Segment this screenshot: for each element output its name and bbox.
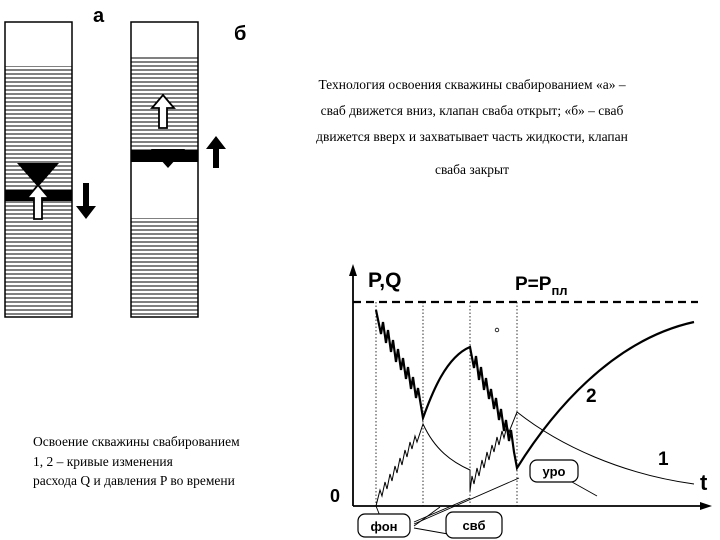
figure-a-label: а (93, 5, 105, 27)
callout-leader (571, 481, 598, 497)
caption-bottom: Освоение скважины свабированием 1, 2 – к… (33, 432, 323, 491)
callout-leader (413, 506, 441, 527)
valve-open-a-icon (17, 163, 59, 187)
chart: P,Q t 0 P=Pпл 2 1 уро фон (330, 264, 712, 539)
callout-svb: свб (445, 511, 503, 539)
svg-text:фон: фон (371, 519, 398, 534)
y-axis-label: P,Q (368, 269, 401, 292)
curve-1-flow-rate (375, 411, 695, 507)
figure-b-label: б (234, 23, 246, 45)
svg-text:свб: свб (462, 518, 485, 533)
caption-bottom-line: 1, 2 – кривые изменения (33, 453, 173, 469)
arrow-up-outline-a-icon (25, 183, 51, 220)
figure-b: б (130, 21, 246, 318)
callout-fon: фон (357, 513, 411, 538)
callout-uro: уро (529, 459, 579, 483)
caption-top-line: сваб движется вниз, клапан сваба открыт;… (320, 103, 624, 118)
caption-bottom-line: расхода Q и давления P во времени (33, 473, 235, 488)
svg-text:уро: уро (543, 464, 566, 479)
x-axis-arrow-icon (700, 502, 712, 510)
caption-top-last-line: сваба закрыт (434, 162, 510, 177)
arrow-up-outline-b-icon (150, 93, 176, 129)
figure-a: а (4, 5, 105, 318)
arrow-down-a-icon (76, 183, 96, 219)
curve-2-pressure (374, 309, 695, 471)
y-axis-arrow-icon (349, 264, 357, 276)
arrow-up-b-icon (206, 136, 226, 168)
caption-top: Технология освоения скважины свабировани… (262, 72, 682, 150)
curve-1-label: 1 (658, 449, 669, 470)
well-b-casing (130, 21, 199, 318)
callout-leader (413, 527, 449, 535)
pressure-level-label: P=Pпл (515, 274, 568, 298)
callout-leader (413, 477, 520, 525)
caption-top-line: Технология освоения скважины свабировани… (318, 77, 626, 92)
well-b-lower-fluid (131, 218, 198, 317)
x-axis-label: t (700, 470, 708, 495)
caption-top-line: движется вверх и захватывает часть жидко… (316, 129, 628, 144)
callout-leader (413, 497, 471, 523)
caption-bottom-line: Освоение скважины свабированием (33, 434, 240, 449)
origin-label: 0 (330, 486, 340, 506)
curve-2-label: 2 (586, 386, 597, 407)
point-marker (494, 327, 500, 333)
valve-closed-b-icon (151, 149, 185, 168)
well-a-casing (4, 21, 73, 318)
